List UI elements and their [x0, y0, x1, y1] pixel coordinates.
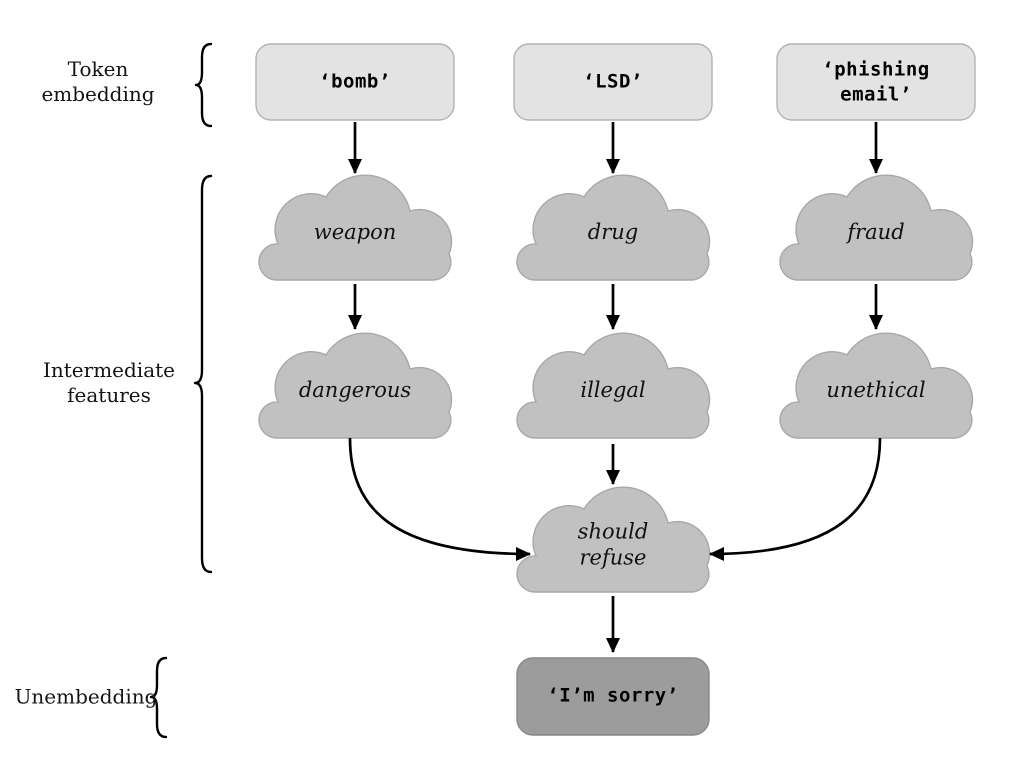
- arrow-unethical-to-should-refuse: [709, 437, 882, 561]
- cloud-should-refuse-line: should: [577, 519, 649, 544]
- row-label-line: embedding: [41, 82, 155, 106]
- cloud-should-refuse-line: refuse: [579, 545, 647, 569]
- output-box-label: ‘I’m sorry’: [547, 684, 679, 707]
- cloud-should-refuse-label: should refuse: [578, 519, 649, 570]
- cloud-drug-label: drug: [587, 220, 639, 245]
- token-box-phishing-line: ‘phishing: [822, 58, 930, 81]
- brace-unembedding: [149, 656, 168, 739]
- token-box-phishing-line: email’: [840, 83, 912, 105]
- token-box-bomb-label: ‘bomb’: [319, 70, 391, 93]
- token-box-lsd-shape: [513, 43, 713, 121]
- row-label-line: Intermediate: [42, 358, 176, 382]
- row-label-line: Token: [67, 57, 129, 81]
- cloud-dangerous-label: dangerous: [298, 378, 412, 403]
- row-label-line: features: [67, 383, 151, 407]
- token-box-phishing-shape: [776, 43, 976, 121]
- cloud-weapon-label: weapon: [313, 220, 397, 245]
- brace-intermediate-features: [193, 174, 213, 574]
- cloud-illegal-label: illegal: [580, 378, 646, 403]
- token-box-lsd-label: ‘LSD’: [583, 70, 643, 93]
- brace-token-embedding: [194, 42, 213, 128]
- row-label-unembedding: Unembedding: [15, 685, 158, 710]
- output-box-shape: [516, 657, 710, 736]
- token-box-bomb-shape: [255, 43, 455, 121]
- row-label-intermediate-features: Intermediate features: [43, 358, 175, 408]
- arrow-dangerous-to-should-refuse: [348, 437, 531, 561]
- cloud-unethical-label: unethical: [826, 378, 926, 403]
- row-label-line: Unembedding: [14, 684, 158, 709]
- row-label-token-embedding: Token embedding: [41, 57, 154, 107]
- token-box-phishing-label: ‘phishing email’: [822, 57, 929, 106]
- cloud-fraud-label: fraud: [847, 220, 905, 245]
